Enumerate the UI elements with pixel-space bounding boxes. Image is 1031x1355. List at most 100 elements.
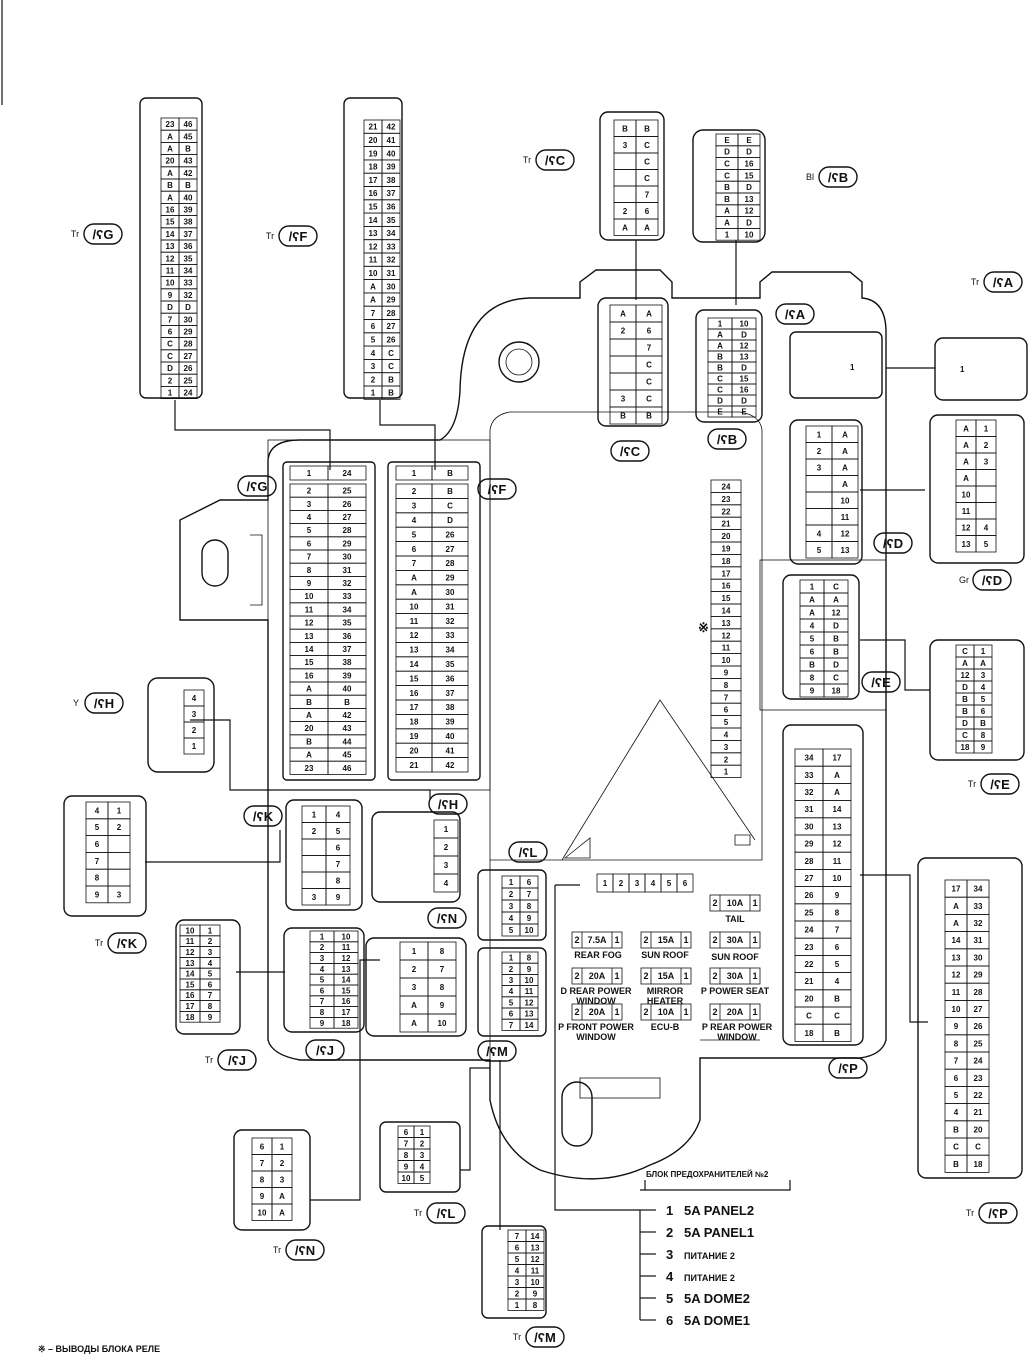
main-a-pin: 1 [850, 363, 855, 372]
ext-p-pins-pin: 6 [954, 1074, 959, 1083]
main-e-pins-pin: C [833, 583, 839, 592]
ext-b-pins-pin: E [724, 136, 730, 145]
label-main-l-oval [508, 841, 548, 863]
label-main-n: /ʕN [427, 907, 467, 929]
ext-g-pins-pin: 6 [168, 328, 173, 337]
fuse-block-2-pins-pin: 2 [619, 879, 624, 888]
legend-num: 6 [666, 1313, 673, 1328]
ext-m-pins-pin: 5 [515, 1255, 520, 1264]
ext-e-pins-pin: 18 [961, 743, 970, 752]
main-f-pins-pin: 39 [446, 718, 455, 727]
ext-d-pins-cell [975, 502, 997, 520]
main-f-pins-pin: 34 [446, 646, 455, 655]
ext-j-pins-pin: 3 [208, 948, 213, 957]
main-m-pins-pin: 4 [509, 987, 514, 996]
ext-h-pins-cell [183, 737, 205, 755]
ext-e-pins-pin: B [962, 707, 968, 716]
legend-text: 5A PANEL2 [684, 1203, 754, 1218]
fuse-name: WINDOW [576, 1032, 616, 1042]
ext-g-pins-pin: 42 [184, 169, 193, 178]
fuse-block-2-pins-pin: 4 [651, 879, 656, 888]
ext-p-pins-pin: C [975, 1143, 981, 1152]
main-b-pins-pin: C [717, 375, 723, 384]
ext-a-pin: 1 [960, 365, 965, 374]
main-p-pins-pin: B [834, 1029, 840, 1038]
main-p-pins-pin: 7 [835, 926, 840, 935]
main-f-pins-pin: C [447, 502, 453, 511]
ext-g-pins-pin: 25 [184, 376, 193, 385]
ext-d-pins-pin: 3 [984, 457, 989, 466]
fuse-block-2-pins-pin: 5 [667, 879, 672, 888]
ext-g-pins-pin: 40 [184, 193, 193, 202]
ext-d-pins-pin: 4 [984, 523, 989, 532]
ext-k-pins-pin: 2 [117, 823, 122, 832]
ext-e-pins-pin: B [980, 719, 986, 728]
ext-c-pins-pin: A [644, 223, 650, 232]
fuse-body [709, 931, 761, 949]
main-b-pins-cell [731, 405, 757, 418]
main-e-pins-pin: D [833, 622, 839, 631]
main-l2-pins-pin: A [411, 1019, 417, 1028]
ext-f-pins-pin: 35 [387, 216, 396, 225]
label-ext-g-oval [83, 223, 123, 245]
fuse-pin: 1 [683, 971, 688, 981]
label-ext-b-text: /ʕB [828, 170, 848, 185]
main-g-pins-pin: 37 [343, 645, 352, 654]
label-main-b-oval [707, 428, 747, 450]
main-j-pins-pin: 2 [320, 943, 325, 952]
ext-c-pins-cell [613, 152, 637, 170]
relay-terminal-pin: 4 [724, 731, 729, 740]
ext-e-pins-pin: C [962, 647, 968, 656]
main-n-pins-pin: 1 [509, 878, 514, 887]
main-b-pins-pin: D [741, 331, 747, 340]
main-p-pins-pin: 27 [805, 874, 814, 883]
ext-e-pins-pin: D [962, 719, 968, 728]
ext-f-pins-pin: 11 [369, 256, 378, 265]
ext-b-pins-pin: 10 [745, 230, 754, 239]
main-n-pins-pin: 6 [527, 878, 532, 887]
label-main-n-oval [427, 907, 467, 929]
ext-p-pins-pin: 4 [954, 1108, 959, 1117]
relay-terminal-cell [710, 764, 742, 779]
main-m-pins-pin: 1 [509, 954, 514, 963]
main-f-pins-pin: 4 [412, 516, 417, 525]
fuse-body [571, 931, 623, 949]
main-p-pins-pin: 17 [833, 754, 842, 763]
main-g-pins-pin: 13 [305, 632, 314, 641]
ext-e-pins-pin: 1 [981, 647, 986, 656]
fuse-pin: 1 [752, 898, 757, 908]
label-ext-m-text: /ʕM [534, 1330, 556, 1345]
ext-p-pins-pin: A [953, 919, 959, 928]
ext-g-pins-pin: 7 [168, 315, 173, 324]
main-e-pins-pin: 9 [810, 687, 815, 696]
fuse-amp: 20A [727, 1007, 744, 1017]
ext-e-pins-pin: 6 [981, 707, 986, 716]
ext-g-pins-pin: 33 [184, 279, 193, 288]
fuse-pin: 2 [643, 971, 648, 981]
relay-terminal-pin: 3 [724, 743, 729, 752]
ext-j-pins-pin: 15 [186, 980, 195, 989]
label-ext-l-oval [426, 1202, 466, 1224]
main-g-pins-pin: A [306, 711, 312, 720]
relay-terminal-pin: 20 [722, 532, 731, 541]
main-b-connector-body [695, 309, 763, 423]
ext-g-pins-pin: 11 [166, 267, 175, 276]
main-c-pins-pin: 7 [647, 344, 652, 353]
fuse-pin: 2 [643, 935, 648, 945]
main-j-pins-pin: 1 [320, 932, 325, 941]
label-main-g: /ʕG [237, 475, 277, 497]
main-p-pins-pin: 13 [833, 822, 842, 831]
label-main-l: /ʕL [508, 841, 548, 863]
label-ext-n-color: Tr [273, 1245, 281, 1255]
ext-b-pins-pin: D [746, 183, 752, 192]
ext-g-pins-pin: 16 [166, 206, 175, 215]
